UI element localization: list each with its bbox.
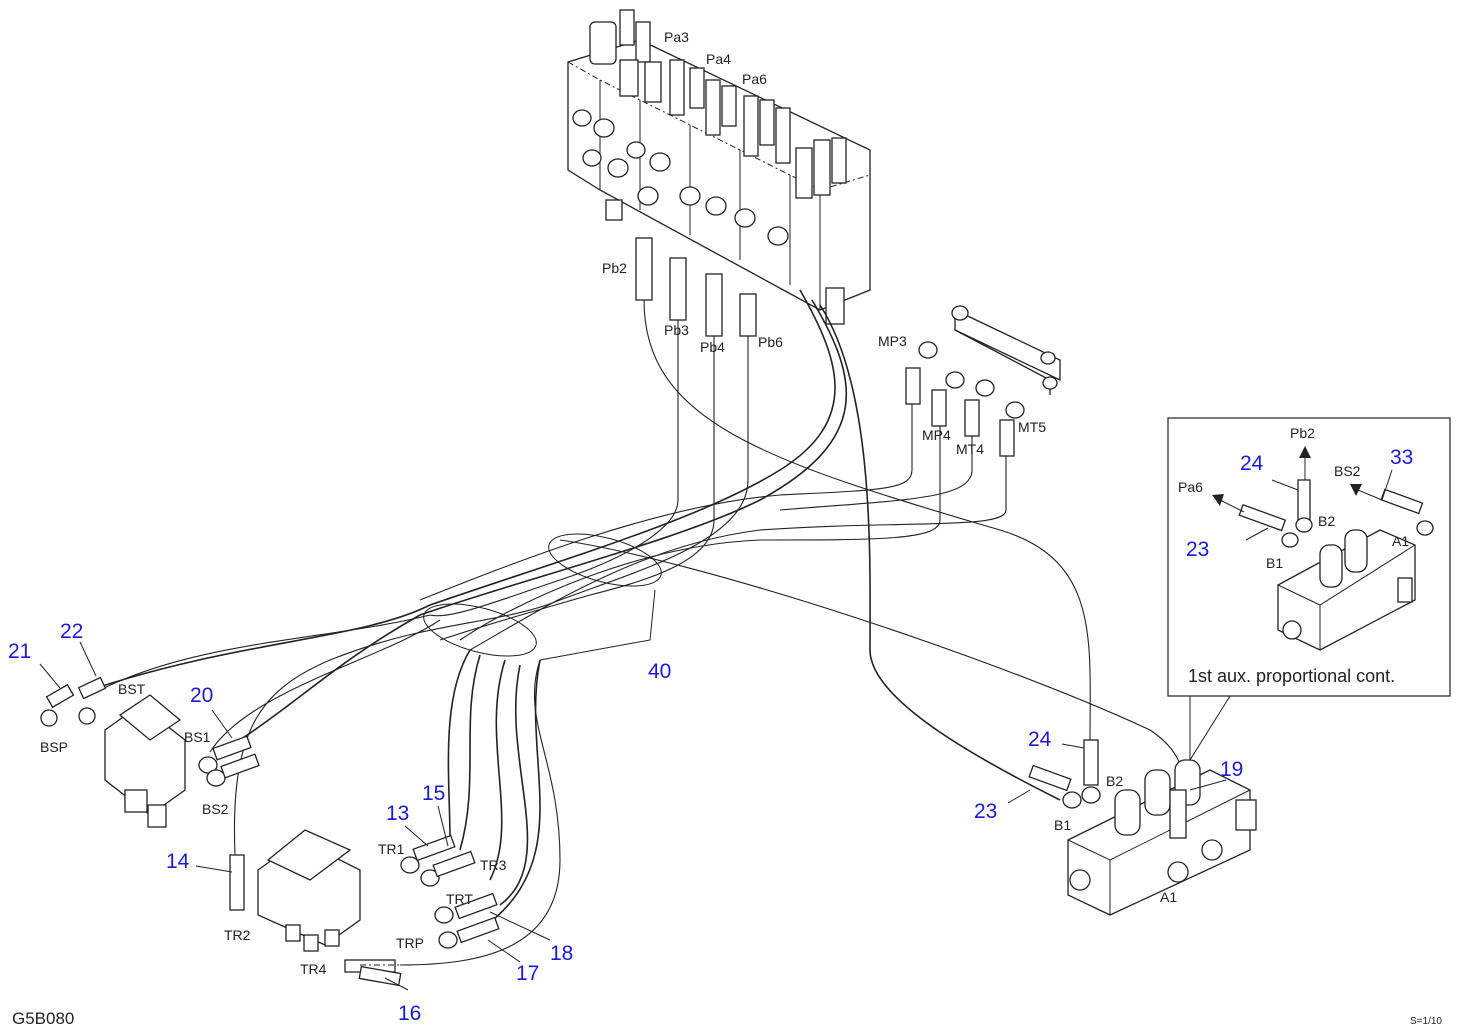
inset-caption: 1st aux. proportional cont. <box>1188 666 1395 686</box>
label-trp: TRP <box>396 935 424 951</box>
callout-24: 24 <box>1028 728 1052 751</box>
label-bsp: BSP <box>40 739 68 755</box>
inset-label-b2: B2 <box>1318 513 1335 529</box>
callout-18: 18 <box>550 942 573 965</box>
label-b1: B1 <box>1054 817 1071 833</box>
inset-label-a1: A1 <box>1392 533 1409 549</box>
callout-numbers: 21 22 20 14 13 15 16 17 18 40 24 23 19 2… <box>8 446 1413 1025</box>
label-bst: BST <box>118 681 146 697</box>
port-labels: Pa3 Pa4 Pa6 Pb2 Pb3 Pb4 Pb6 MP3 MP4 MT4 … <box>40 29 1409 977</box>
label-tr3: TR3 <box>480 857 507 873</box>
label-pb3: Pb3 <box>664 322 689 338</box>
label-mt4: MT4 <box>956 441 984 457</box>
inset-callout-33: 33 <box>1390 446 1413 469</box>
callout-13: 13 <box>386 802 409 825</box>
inset-label-bs2: BS2 <box>1334 463 1361 479</box>
callout-23: 23 <box>974 800 997 823</box>
label-pa3: Pa3 <box>664 29 689 45</box>
inset-detail <box>1167 417 1451 761</box>
label-tr4: TR4 <box>300 961 327 977</box>
inset-callout-23: 23 <box>1186 538 1209 561</box>
callout-16: 16 <box>398 1002 421 1025</box>
inset-callout-24: 24 <box>1240 452 1264 475</box>
label-mt5: MT5 <box>1018 419 1046 435</box>
label-pb2: Pb2 <box>602 260 627 276</box>
label-b2: B2 <box>1106 773 1123 789</box>
label-a1: A1 <box>1160 889 1177 905</box>
inset-label-pb2: Pb2 <box>1290 425 1315 441</box>
inset-label-b1: B1 <box>1266 555 1283 571</box>
travel-pilot-valve <box>257 829 500 987</box>
callout-40: 40 <box>648 660 671 683</box>
label-bs1: BS1 <box>184 729 211 745</box>
callout-20: 20 <box>190 684 213 707</box>
hose-bundle <box>89 289 1186 966</box>
label-pa4: Pa4 <box>706 51 731 67</box>
label-pb6: Pb6 <box>758 334 783 350</box>
label-pb4: Pb4 <box>700 339 725 355</box>
label-mp4: MP4 <box>922 427 951 443</box>
inset-label-pa6: Pa6 <box>1178 479 1203 495</box>
callout-15: 15 <box>422 782 445 805</box>
control-valve-bank <box>567 9 871 325</box>
label-trt: TRT <box>446 891 473 907</box>
callout-leaders <box>39 641 1227 991</box>
aux-proportional-valve <box>1028 739 1257 916</box>
label-tr2: TR2 <box>224 927 251 943</box>
label-pa6: Pa6 <box>742 71 767 87</box>
callout-21: 21 <box>8 640 31 663</box>
callout-19: 19 <box>1220 758 1243 781</box>
swing-pilot-valve <box>40 676 260 911</box>
callout-22: 22 <box>60 620 83 643</box>
drawing-scale: S=1/10 <box>1410 1016 1442 1027</box>
label-tr1: TR1 <box>378 841 405 857</box>
label-mp3: MP3 <box>878 333 907 349</box>
pb-port-fittings <box>635 237 757 337</box>
callout-17: 17 <box>516 962 539 985</box>
drawing-code: G5B080 <box>12 1009 74 1028</box>
callout-14: 14 <box>166 850 190 873</box>
auxiliary-pilot-block <box>905 305 1061 457</box>
label-bs2: BS2 <box>202 801 229 817</box>
